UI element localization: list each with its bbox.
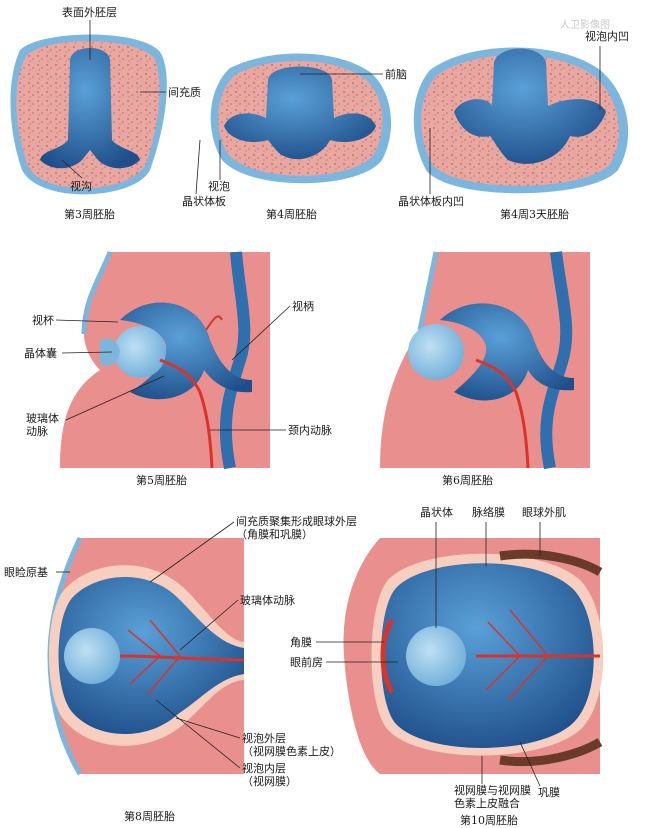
panel-week4: [210, 53, 392, 184]
extraocular-muscle-bottom: [499, 738, 603, 767]
lens-vesicle-shape: [114, 326, 166, 378]
leader-hyaloid-artery-5: [65, 375, 165, 421]
optic-cup-shape-week6: [440, 303, 574, 401]
vessel-branches-week10: [485, 609, 549, 701]
caption-week4-day3: 第4周3天胚胎: [500, 207, 569, 221]
label-choroid: 脉络膜: [472, 505, 505, 519]
panel-week8: [47, 536, 245, 776]
optic-cup-shape: [120, 302, 252, 400]
leader-lens-vesicle: [61, 351, 113, 354]
label-hyaloid-artery-5: 玻璃体动脉: [26, 411, 59, 438]
lens-week8: [64, 628, 120, 684]
caption-week6: 第6周胚胎: [442, 473, 493, 487]
leader-inner-layer: [155, 699, 241, 769]
label-anterior-chamber: 眼前房: [290, 655, 323, 669]
leader-optic-sulcus: [61, 159, 83, 179]
label-eyelid-primordium: 眼睑原基: [4, 566, 48, 579]
caption-week8: 第8周胚胎: [124, 809, 175, 823]
vessel-branches-week8: [127, 619, 181, 695]
neural-wall-week5: [219, 251, 251, 470]
leader-optic-stalk: [231, 305, 291, 361]
label-cornea: 角膜: [290, 636, 312, 649]
panel-week5: [60, 251, 270, 470]
lens-week10: [406, 626, 466, 686]
label-optic-vesicle: 视泡: [208, 179, 230, 193]
leader-lens-placode: [195, 139, 201, 195]
caption-week5: 第5周胚胎: [136, 473, 187, 487]
label-forebrain: 前脑: [385, 67, 407, 81]
neural-wall-week6: [540, 251, 573, 470]
leader-mesenchyme-outer: [149, 521, 235, 583]
leader-sclera: [519, 741, 541, 787]
label-lens-placode: 晶状体板: [182, 194, 226, 208]
label-lens: 晶状体: [420, 505, 453, 519]
lens-shape-week6: [408, 324, 464, 380]
ectoderm-edge-week6: [417, 251, 439, 331]
watermark: 人卫影像图: [560, 19, 610, 31]
ectoderm-edge-week5: [81, 251, 113, 335]
label-sclera: 巩膜: [538, 786, 560, 799]
cornea-week10: [380, 618, 395, 694]
leader-hyaloid-artery-8: [179, 599, 239, 651]
panel-week4d3: [413, 47, 629, 194]
forebrain-shape: [224, 66, 376, 160]
label-extraocular-muscle: 眼球外肌: [522, 505, 566, 519]
panel-week3: [10, 34, 167, 195]
leader-optic-cup: [55, 319, 119, 323]
label-lens-placode-invagination: 晶状体板内凹: [398, 194, 464, 208]
caption-week4: 第4周胚胎: [266, 207, 317, 221]
panel-week6: [380, 251, 590, 470]
label-inner-layer: 视泡内层（视网膜）: [242, 761, 297, 788]
leader-outer-layer: [175, 717, 241, 739]
hyaloid-artery-week6: [475, 358, 530, 469]
label-mesenchyme: 间充质: [168, 85, 201, 99]
neural-groove-shape: [40, 48, 140, 169]
label-lens-vesicle: 晶体囊: [24, 346, 57, 360]
hyaloid-artery-week5: [159, 358, 214, 469]
hyaloid-artery-week8: [119, 654, 245, 662]
label-optic-sulcus: 视沟: [70, 179, 92, 193]
label-retina-fusion: 视网膜与视网膜色素上皮融合: [454, 783, 531, 810]
label-surface-ectoderm: 表面外胚层: [62, 5, 117, 19]
vessel-branch-week5: [205, 315, 223, 331]
label-optic-stalk: 视柄: [292, 299, 314, 313]
caption-week10: 第10周胚胎: [460, 813, 518, 827]
label-optic-vesicle-invagination: 视泡内凹: [585, 29, 629, 43]
panel-week10: [343, 538, 604, 774]
label-mesenchyme-outer: 间充质聚集形成眼球外层（角膜和巩膜）: [236, 514, 357, 541]
label-hyaloid-artery-8: 玻璃体动脉: [240, 593, 295, 607]
label-internal-carotid: 颈内动脉: [288, 423, 332, 437]
label-outer-layer: 视泡外层（视网膜色素上皮）: [242, 731, 341, 758]
extraocular-muscle-top: [499, 549, 603, 576]
label-optic-cup: 视杯: [32, 313, 54, 327]
optic-vesicle-shape: [454, 48, 606, 164]
caption-week3: 第3周胚胎: [64, 207, 115, 221]
